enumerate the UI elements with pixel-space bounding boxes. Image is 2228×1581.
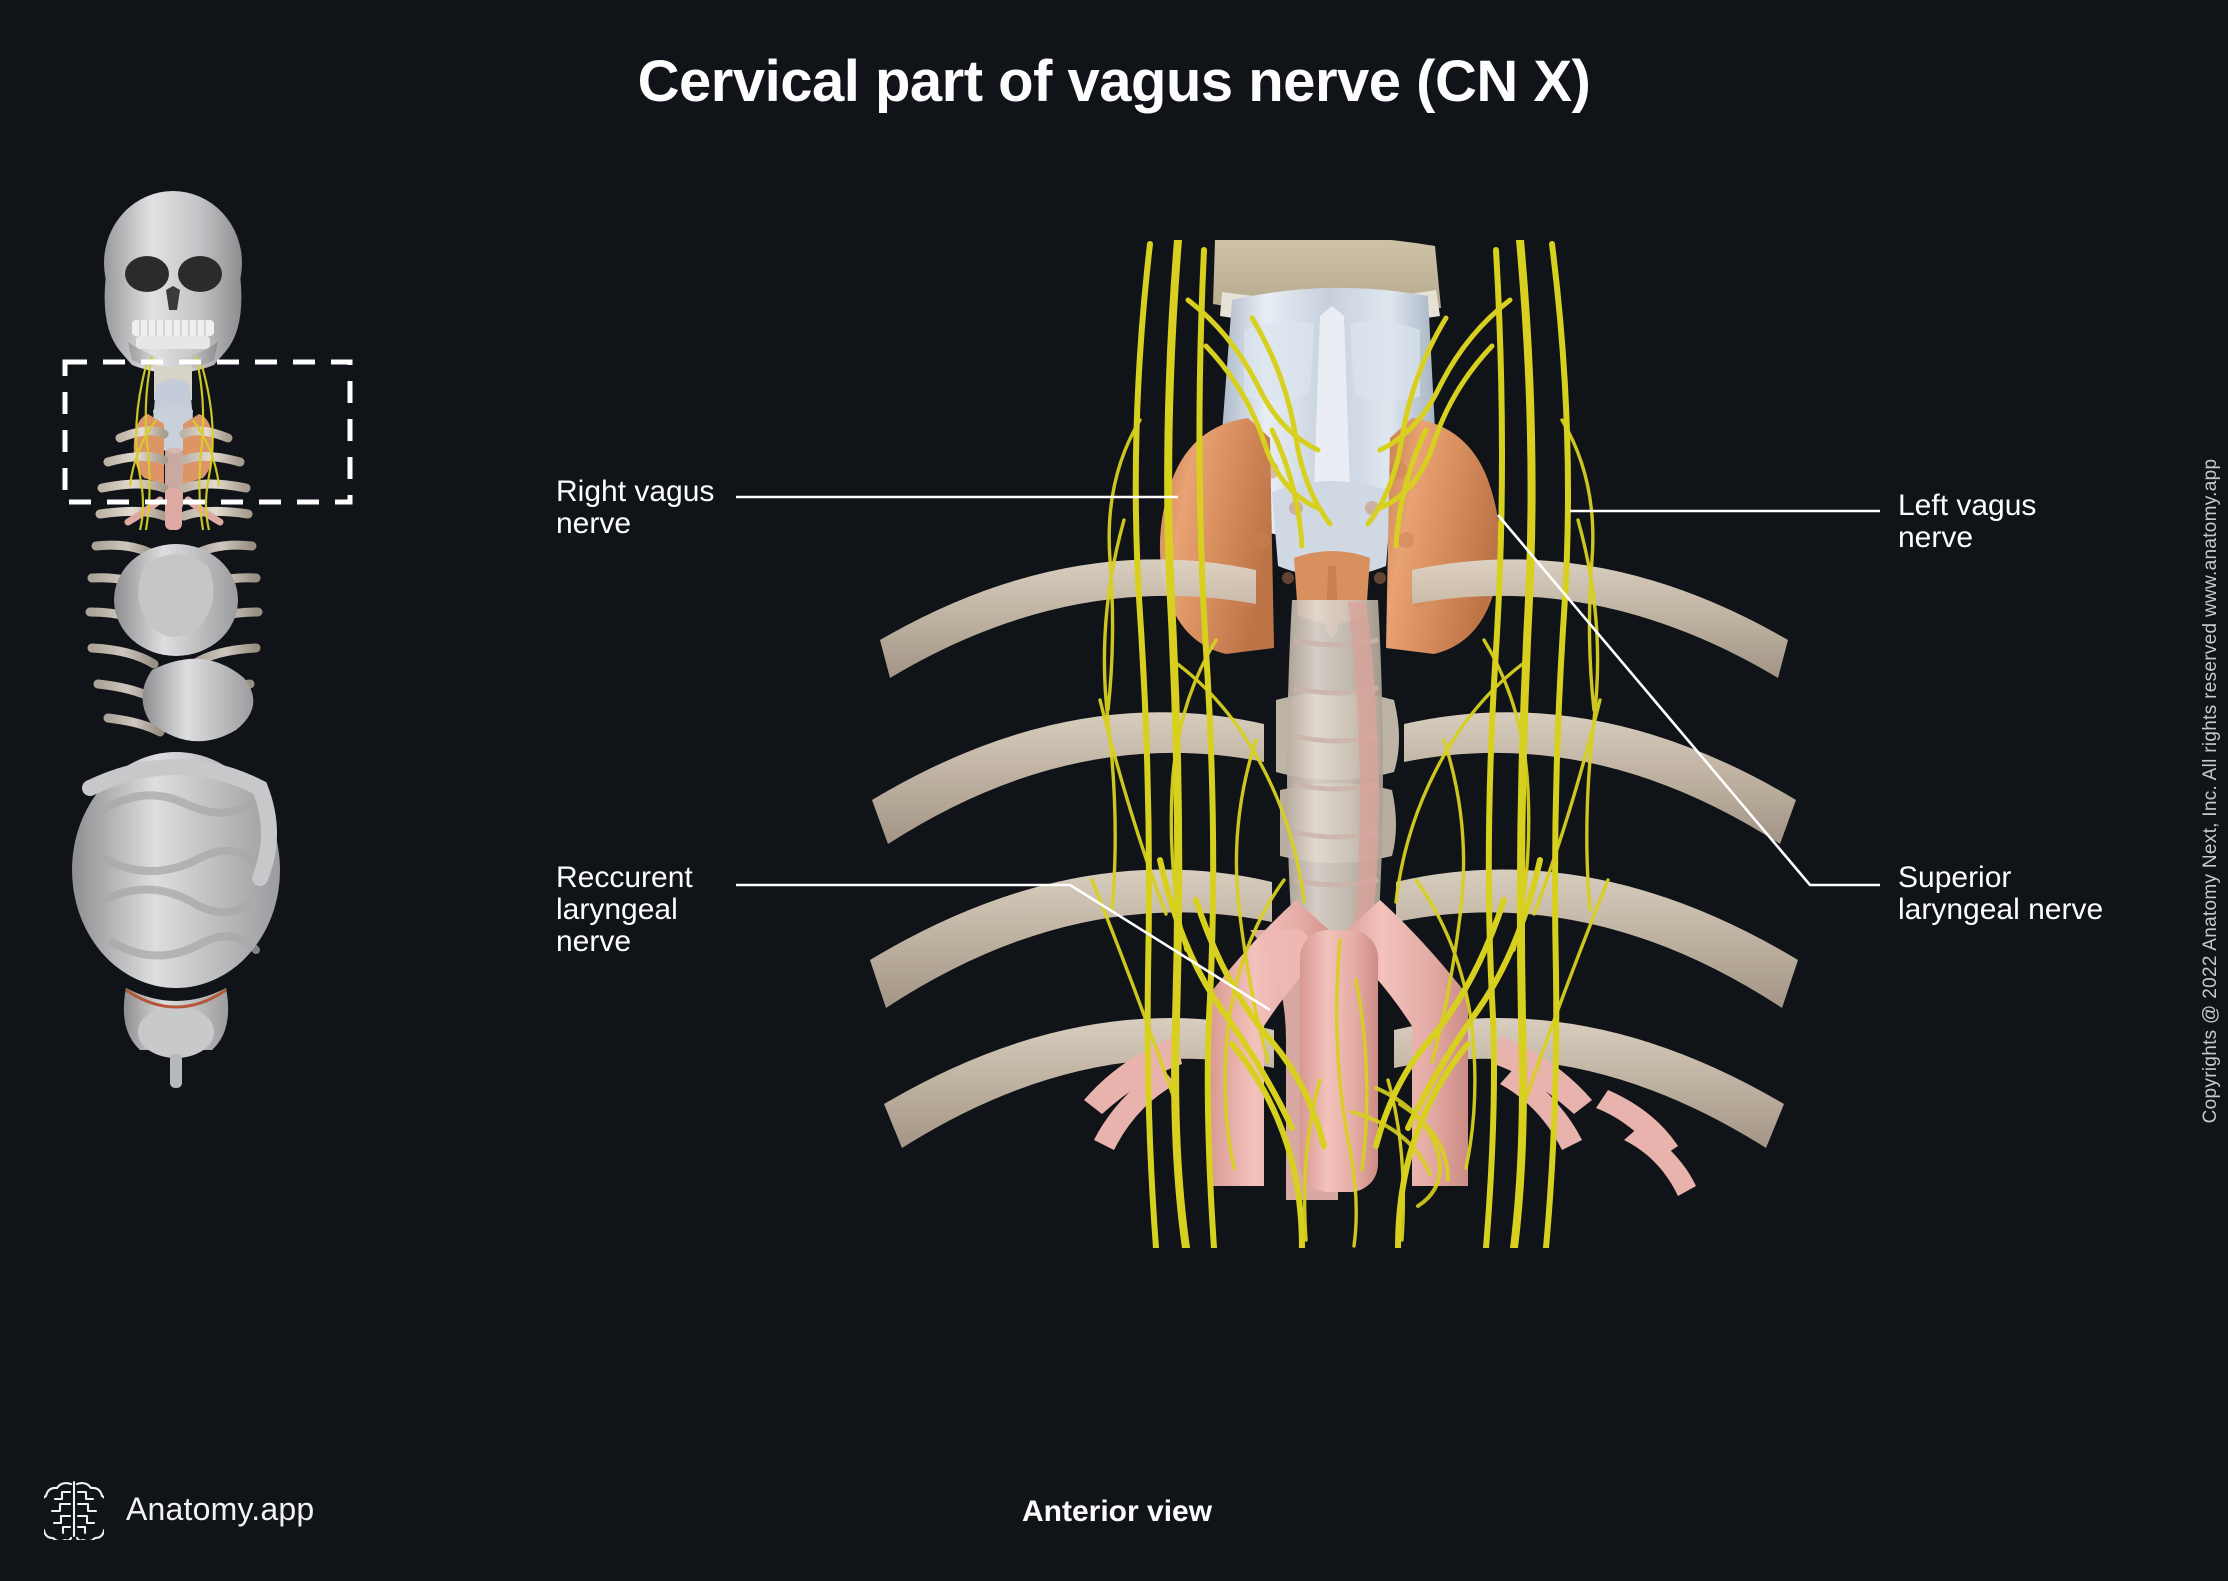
- thumbnail-vagus-nerves: [128, 355, 221, 531]
- view-caption: Anterior view: [1022, 1495, 1213, 1528]
- thumbnail-svg: [62, 191, 353, 1088]
- vagus-nerve-network: [1090, 240, 1610, 1248]
- label-recurrent-laryngeal-nerve: Reccurent laryngeal nerve: [556, 861, 693, 959]
- ribcage: [870, 559, 1798, 1148]
- thumbnail-ribcage-upper: [95, 426, 253, 521]
- hyoid-bone: [1213, 240, 1441, 325]
- thumbnail-skull: [104, 191, 242, 373]
- label-superior-laryngeal-nerve: Superior laryngeal nerve: [1898, 861, 2104, 927]
- copyright-text: Copyrights @ 2022 Anatomy Next, Inc. All…: [2200, 458, 2221, 1123]
- thumbnail-heart: [114, 544, 238, 656]
- thumbnail-pelvis: [123, 988, 229, 1088]
- body-overview-thumbnail: [60, 170, 400, 1440]
- region-highlight-box: [62, 359, 353, 505]
- cervical-vertebrae: [1276, 692, 1399, 863]
- thyroid-cartilage: [1218, 287, 1438, 577]
- brand-name: Anatomy.app: [126, 1490, 315, 1527]
- leader-recurrent-laryngeal-nerve: [736, 883, 1271, 1012]
- trachea: [1287, 600, 1383, 932]
- great-vessels: [1084, 900, 1696, 1200]
- page-title: Cervical part of vagus nerve (CN X): [637, 49, 1591, 114]
- thumbnail-neck-organs: [133, 366, 214, 510]
- anatomy-render: [870, 240, 1798, 1248]
- thumbnail-stomach: [142, 658, 254, 742]
- thumbnail-intestines: [72, 752, 280, 988]
- brand-logo: Anatomy.app: [44, 1478, 314, 1540]
- label-right-vagus-nerve: Right vagus nerve: [556, 475, 715, 541]
- thyroid-gland: [1159, 418, 1501, 654]
- label-left-vagus-nerve: Left vagus nerve: [1898, 489, 2037, 555]
- leader-superior-laryngeal-nerve: [1497, 514, 1880, 887]
- brain-icon: [44, 1480, 104, 1540]
